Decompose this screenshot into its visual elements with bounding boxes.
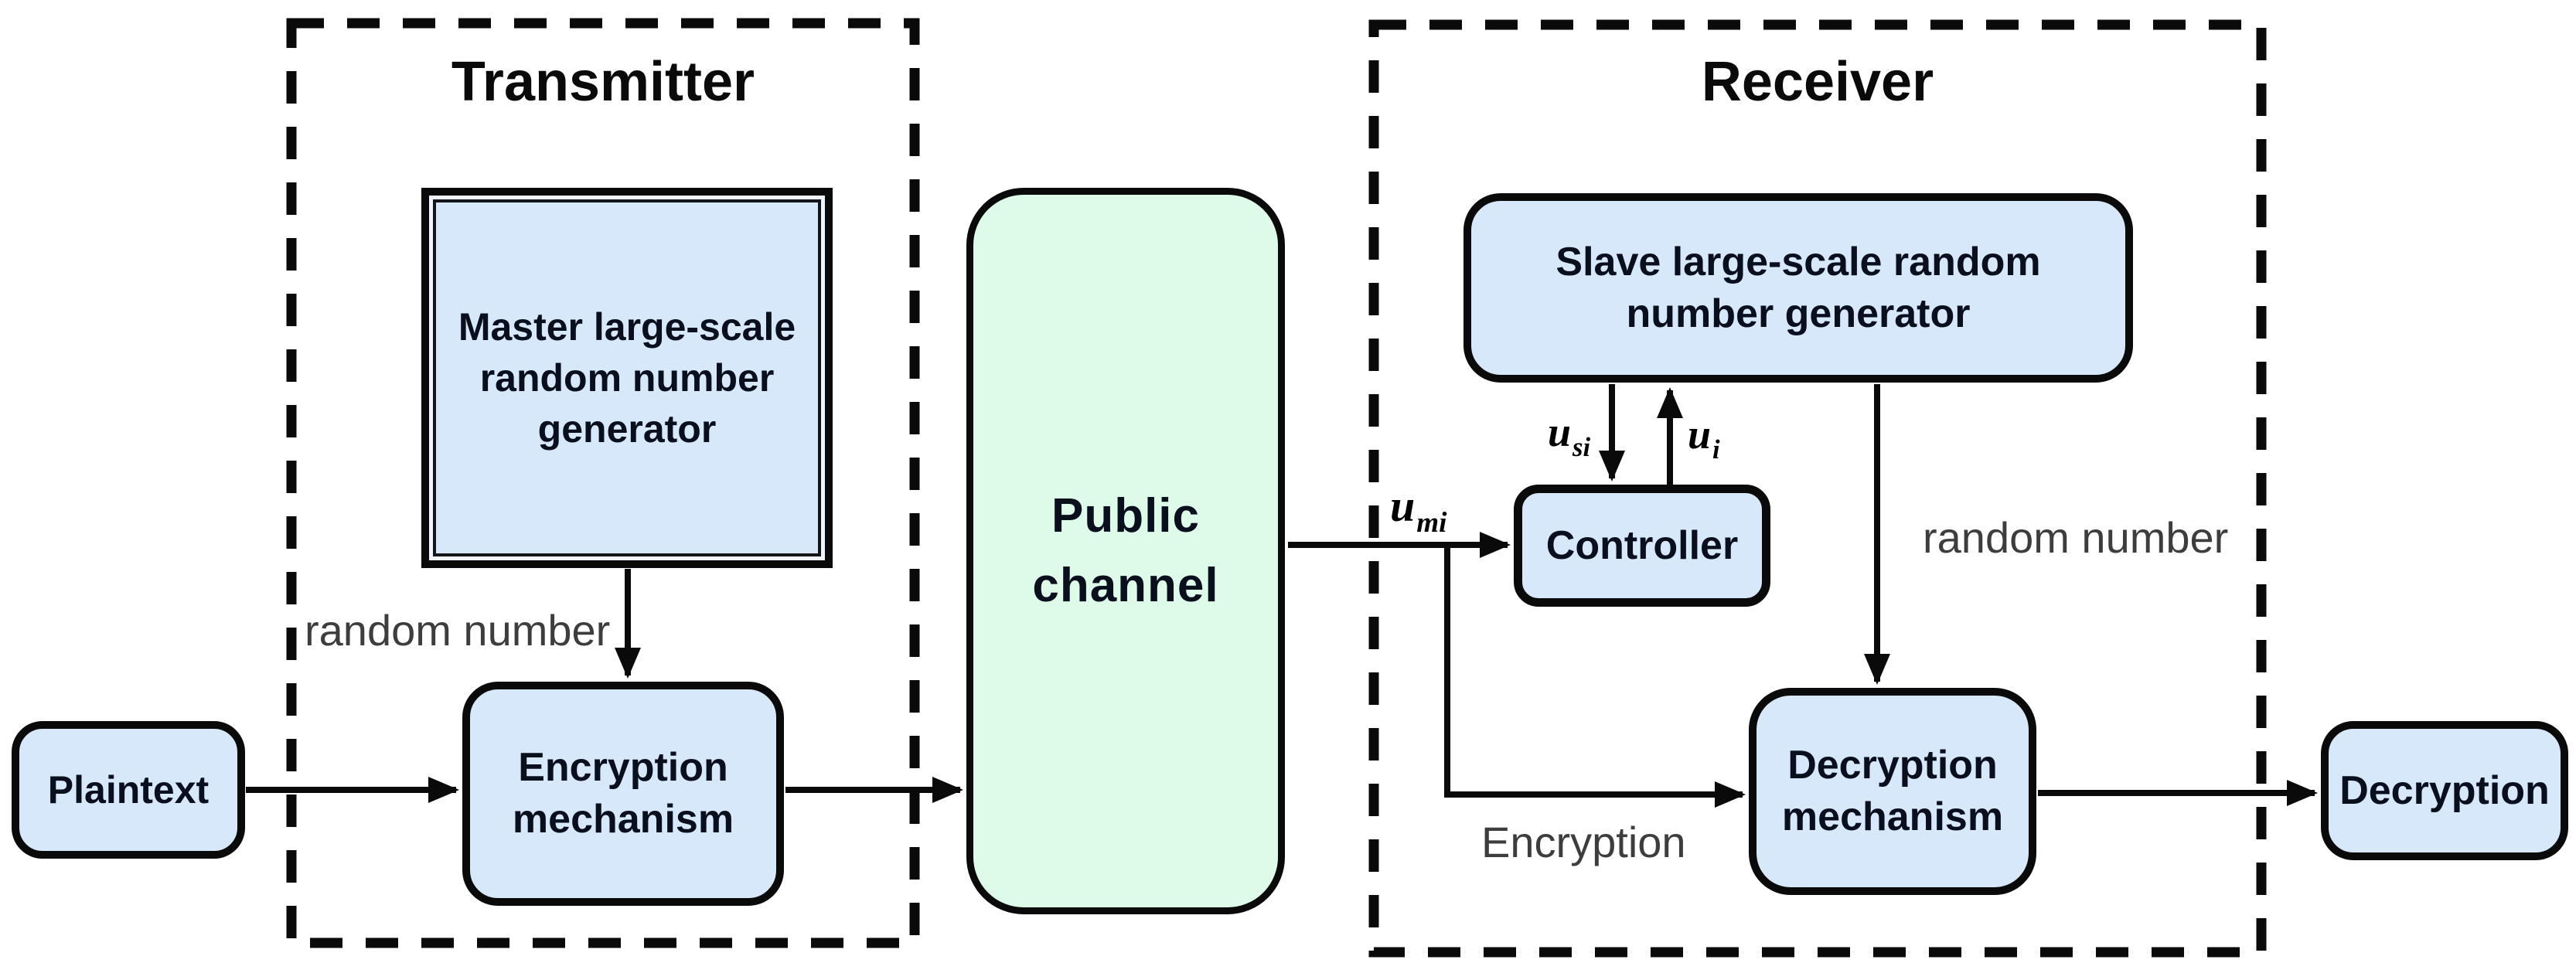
u-si-signal-label: usi — [1548, 411, 1590, 461]
controller-node: Controller — [1514, 485, 1770, 607]
receiver-group-title: Receiver — [1701, 51, 1934, 113]
decryption-mechanism-label: Decryption mechanism — [1781, 743, 2004, 839]
master-random-number-generator-label: Master large-scale random number generat… — [458, 305, 796, 451]
u-mi-base: u — [1390, 481, 1416, 531]
encryption-mechanism-label: Encryption mechanism — [512, 745, 734, 842]
decryption-mechanism-node: Decryption mechanism — [1749, 688, 2036, 895]
plaintext-node-label: Plaintext — [47, 768, 210, 812]
u-i-signal-label: ui — [1688, 413, 1720, 464]
u-si-base: u — [1548, 409, 1572, 455]
public-channel-label: Public channel — [1032, 489, 1219, 612]
public-channel-node: Public channel — [966, 188, 1285, 914]
controller-label: Controller — [1545, 522, 1739, 568]
u-mi-subscript: mi — [1416, 507, 1447, 539]
decryption-output-label: Decryption — [2339, 767, 2550, 813]
transmitter-boundary — [286, 18, 920, 948]
master-random-number-generator-inner: Master large-scale random number generat… — [433, 199, 821, 556]
slave-random-number-generator-label: Slave large-scale random number generato… — [1555, 239, 2041, 336]
slave-random-number-generator-node: Slave large-scale random number generato… — [1463, 193, 2133, 383]
u-si-subscript: si — [1573, 433, 1591, 463]
random-number-label-receiver: random number — [1923, 513, 2229, 562]
random-number-label-transmitter: random number — [305, 606, 611, 655]
encryption-signal-label: Encryption — [1481, 818, 1686, 866]
decryption-output-node: Decryption — [2321, 721, 2568, 860]
u-i-subscript: i — [1712, 435, 1720, 465]
u-i-base: u — [1688, 411, 1712, 458]
transmitter-group-title: Transmitter — [451, 51, 755, 113]
u-mi-signal-label: umi — [1390, 481, 1447, 539]
master-random-number-generator-node: Master large-scale random number generat… — [421, 188, 833, 568]
receiver-boundary — [1368, 19, 2267, 958]
encryption-mechanism-node: Encryption mechanism — [462, 682, 784, 906]
edge-umi-branch-to-decryption-mechanism — [1444, 545, 1746, 808]
plaintext-node: Plaintext — [12, 721, 245, 859]
